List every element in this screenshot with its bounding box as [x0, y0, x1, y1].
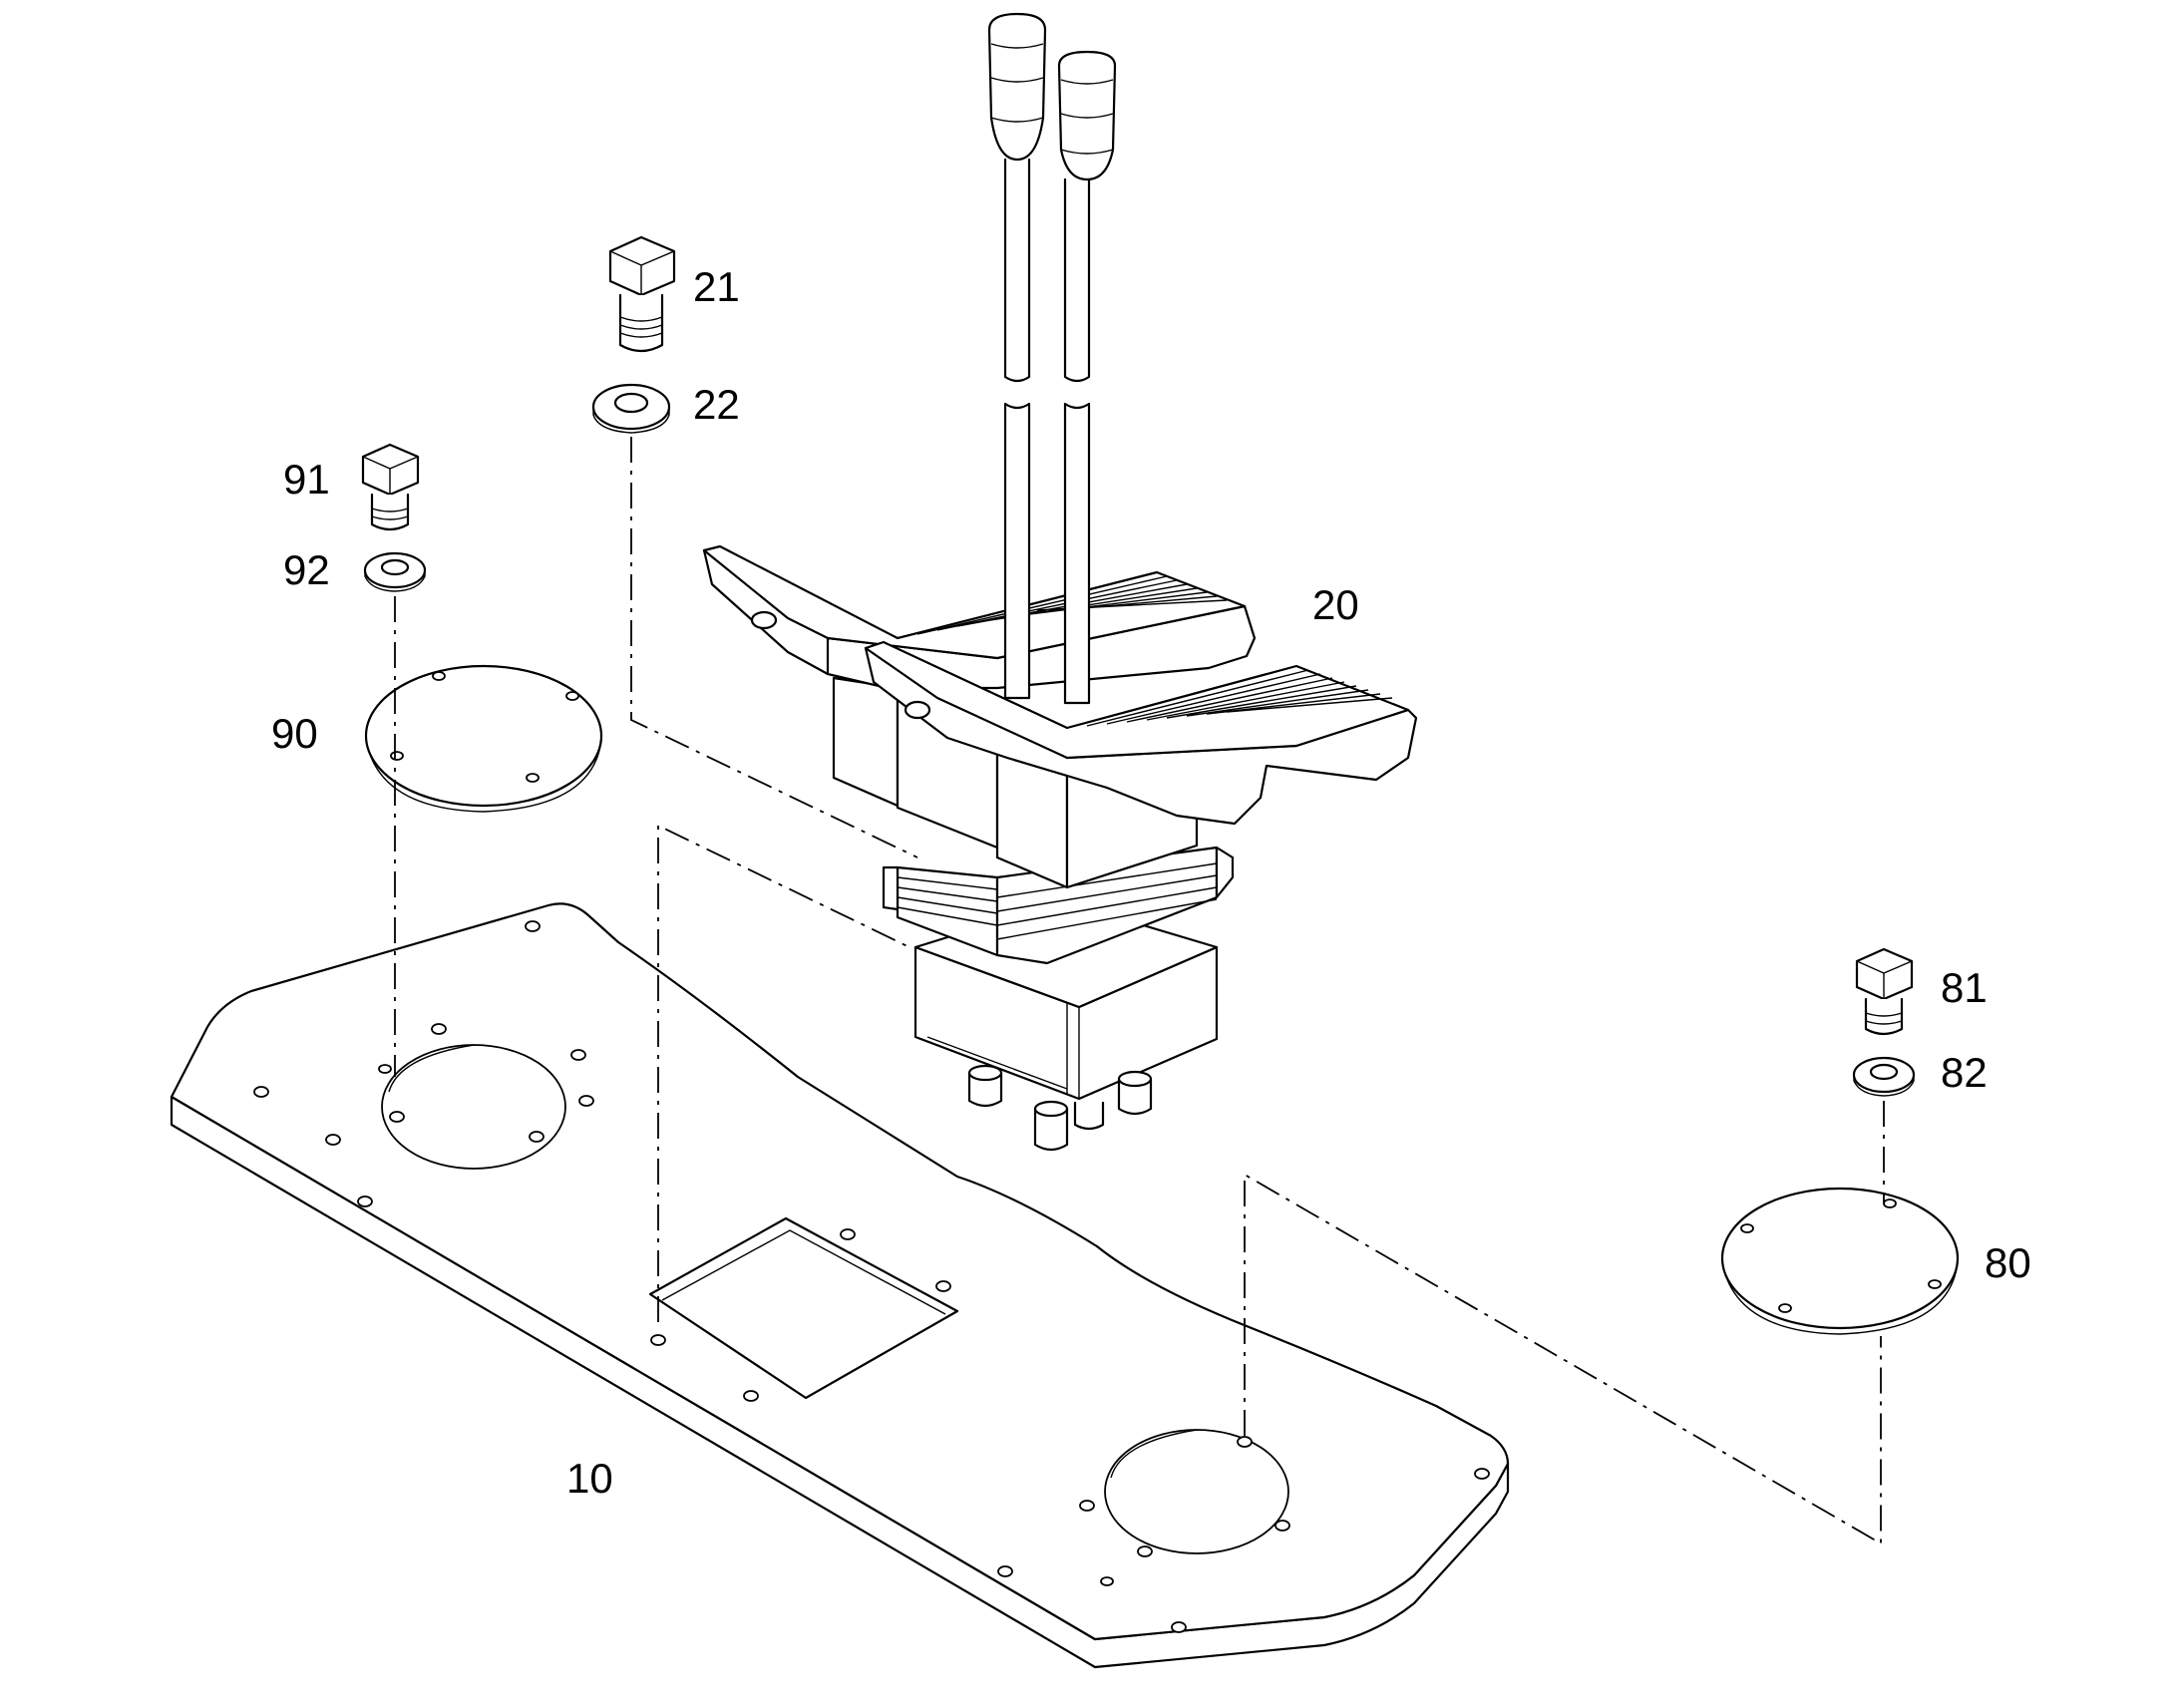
control-levers [987, 12, 1117, 705]
pedal-left [702, 544, 1257, 690]
washer-92 [363, 551, 427, 592]
plate-holes [253, 920, 1490, 1633]
callout-22: 22 [693, 381, 740, 428]
pedal-right [864, 640, 1418, 826]
bolt-81 [1855, 947, 1914, 1036]
washer-22 [591, 383, 671, 434]
cover-plate-left [364, 664, 603, 813]
washer-82 [1852, 1056, 1916, 1097]
callout-90: 90 [271, 710, 318, 757]
bolt-21 [608, 235, 676, 353]
callout-20: 20 [1312, 581, 1359, 628]
callout-10: 10 [566, 1455, 613, 1502]
callout-91: 91 [283, 456, 330, 503]
callout-92: 92 [283, 546, 330, 593]
callout-21: 21 [693, 263, 740, 310]
bolt-91 [361, 443, 420, 531]
cover-plate-right [1720, 1187, 1960, 1335]
callout-82: 82 [1941, 1049, 1988, 1096]
port-fittings [967, 1064, 1153, 1152]
callout-81: 81 [1941, 964, 1988, 1011]
control-unit [702, 12, 1418, 1152]
callout-80: 80 [1985, 1239, 2031, 1286]
assembly-center-lines [394, 437, 1885, 1545]
base-plate [170, 902, 1510, 1669]
